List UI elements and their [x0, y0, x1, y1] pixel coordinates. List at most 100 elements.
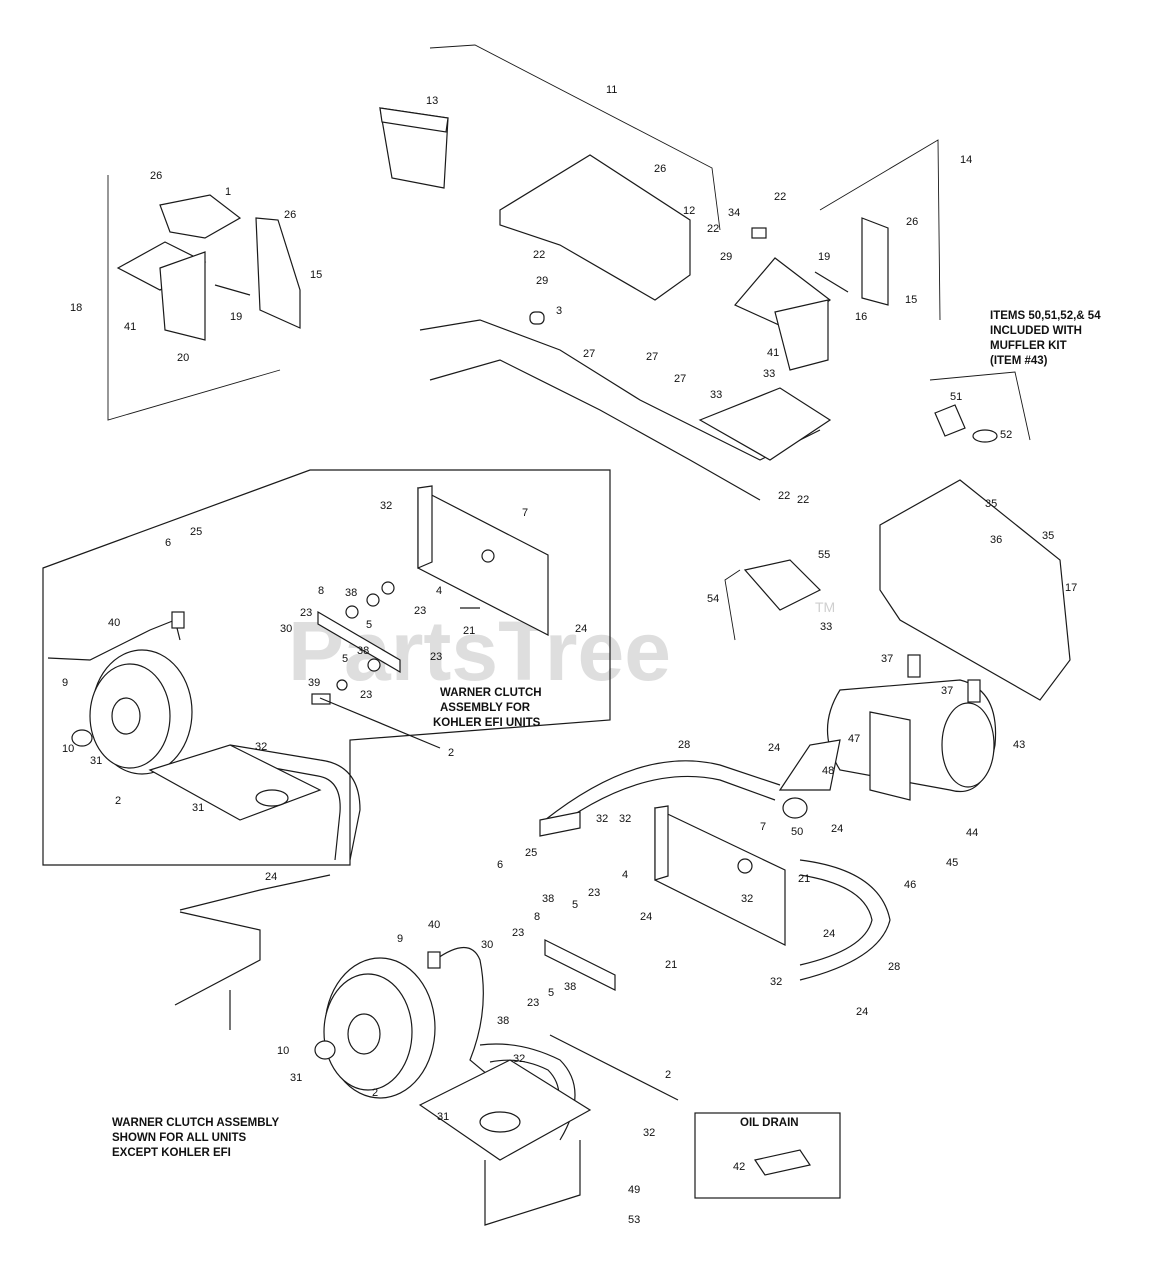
callout-24-e: 24 [265, 871, 277, 883]
part-20-plate [159, 251, 206, 341]
callout-12: 12 [683, 205, 695, 217]
note-all-units-line-2: SHOWN FOR ALL UNITS [112, 1132, 246, 1144]
callout-42: 42 [733, 1161, 745, 1173]
callout-49: 49 [628, 1184, 640, 1196]
part-28-frame-lower-inner [799, 874, 873, 966]
callout-4: 4 [622, 869, 628, 881]
note-all-units-line-1: WARNER CLUTCH ASSEMBLY [112, 1117, 280, 1129]
callout-32-c: 32 [741, 893, 753, 905]
callout-4-inset: 4 [436, 585, 442, 597]
callout-32-f: 32 [643, 1127, 655, 1139]
frame-box-lower [484, 1140, 581, 1226]
callout-35-b: 35 [1042, 530, 1054, 542]
callout-32-b: 32 [619, 813, 631, 825]
callout-26-a: 26 [150, 170, 162, 182]
callout-51: 51 [950, 391, 962, 403]
callout-3: 3 [556, 305, 562, 317]
callout-21-b: 21 [798, 873, 810, 885]
callout-33-a: 33 [763, 368, 775, 380]
callout-38-b: 38 [564, 981, 576, 993]
left-rail-side [174, 911, 261, 1006]
part-34-clip [751, 227, 767, 239]
callout-9-inset: 9 [62, 677, 68, 689]
callout-19-right: 19 [818, 251, 830, 263]
callout-28-b: 28 [888, 961, 900, 973]
part-2-rod [549, 1034, 679, 1101]
inset-frame-hole [255, 789, 289, 807]
part-7-hole [737, 858, 753, 874]
inset-part-2-rod [319, 697, 441, 749]
part-40-connector [427, 951, 441, 969]
callout-5-a: 5 [572, 899, 578, 911]
callout-27-b: 27 [646, 351, 658, 363]
group-line-muffler-kit [929, 371, 1031, 441]
callout-52: 52 [1000, 429, 1012, 441]
part-19-rod-right [814, 271, 849, 293]
callout-14: 14 [960, 154, 972, 166]
inset-border [42, 469, 611, 866]
callout-36: 36 [990, 534, 1002, 546]
part-52-clamp [972, 429, 998, 443]
part-7-flange [654, 805, 669, 881]
part-50-gasket [782, 797, 808, 819]
inset-part-10-spacer [71, 729, 93, 747]
callout-21-inset: 21 [463, 625, 475, 637]
callout-53: 53 [628, 1214, 640, 1226]
callout-2: 2 [665, 1069, 671, 1081]
group-line-14 [819, 139, 941, 321]
callout-54: 54 [707, 593, 719, 605]
callout-22-c: 22 [533, 249, 545, 261]
callout-43: 43 [1013, 739, 1025, 751]
callout-38-c: 38 [497, 1015, 509, 1027]
part-28-end [539, 811, 581, 837]
callout-37-a: 37 [881, 653, 893, 665]
callout-38-a: 38 [542, 893, 554, 905]
group-line-11 [429, 44, 721, 231]
group-line-54 [724, 569, 741, 641]
part-17-heat-shield [879, 479, 1071, 701]
callout-29-a: 29 [720, 251, 732, 263]
callout-40-inset: 40 [108, 617, 120, 629]
callout-8: 8 [534, 911, 540, 923]
callout-33-b: 33 [710, 389, 722, 401]
part-12-seat-pan [499, 154, 691, 301]
note-kohler-efi-line-3: KOHLER EFI UNITS [433, 717, 541, 729]
callout-2-inset: 2 [448, 747, 454, 759]
watermark-text: PartsTree [288, 604, 671, 698]
callout-23-b: 23 [588, 887, 600, 899]
oil-drain-box [694, 1112, 841, 1199]
callout-23-inset-c: 23 [430, 651, 442, 663]
callout-24-d: 24 [856, 1006, 868, 1018]
left-rail-top [179, 874, 331, 911]
callout-9: 9 [397, 933, 403, 945]
callout-7-inset: 7 [522, 507, 528, 519]
part-43-muffler-end [941, 702, 995, 788]
callout-33-c: 33 [820, 621, 832, 633]
callout-10: 10 [277, 1045, 289, 1057]
note-muffler-kit-line-2: INCLUDED WITH [990, 325, 1082, 337]
part-16-plate [774, 299, 829, 371]
callout-26-d: 26 [906, 216, 918, 228]
callout-11: 11 [606, 84, 617, 96]
upper-group [107, 44, 1031, 501]
note-muffler-kit-line-3: MUFFLER KIT [990, 340, 1067, 352]
part-15-plate-left [255, 217, 301, 329]
callout-8-inset: 8 [318, 585, 324, 597]
callout-5-inset-a: 5 [366, 619, 372, 631]
callout-23-inset-a: 23 [300, 607, 312, 619]
callout-25: 25 [525, 847, 537, 859]
callout-31-a: 31 [290, 1072, 302, 1084]
callout-32-a: 32 [596, 813, 608, 825]
callout-32-inset-a: 32 [380, 500, 392, 512]
callout-24-f: 24 [640, 911, 652, 923]
inset-frame-tube-inner [229, 759, 341, 861]
inset-washer-23-a [345, 605, 359, 619]
inset-part-7-hole [481, 549, 495, 563]
callout-30: 30 [481, 939, 493, 951]
frame-mid-edge [429, 359, 761, 501]
part-muffler-bracket [869, 711, 911, 801]
callout-45: 45 [946, 857, 958, 869]
part-54-shield [743, 559, 822, 611]
callout-44: 44 [966, 827, 978, 839]
